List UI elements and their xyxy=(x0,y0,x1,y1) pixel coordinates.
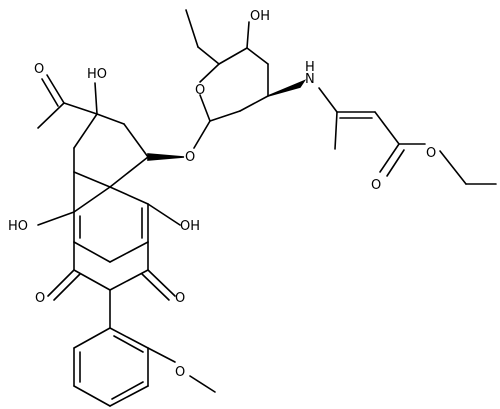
bond xyxy=(73,241,111,263)
bond xyxy=(41,78,59,107)
bond xyxy=(73,186,111,213)
bond xyxy=(47,269,75,297)
bond xyxy=(94,82,98,115)
label-oh-c6: HO xyxy=(8,219,28,234)
bond xyxy=(218,47,248,65)
label-ring-oxygen: O xyxy=(195,83,205,98)
bond xyxy=(439,150,467,185)
label-nh-h: H xyxy=(305,60,315,75)
bond xyxy=(246,21,250,49)
bond xyxy=(73,171,111,188)
atom-labels: OH O N H O HO O HO OH O O O O O xyxy=(8,9,436,380)
bond xyxy=(374,111,400,145)
label-methoxy-oxygen: O xyxy=(175,365,185,380)
label-glycosidic-oxygen: O xyxy=(185,150,195,165)
bond xyxy=(123,123,149,158)
bond xyxy=(37,102,65,129)
bond xyxy=(73,385,111,407)
bond xyxy=(147,203,181,226)
label-carbonyl-oxygen-ester: O xyxy=(371,178,381,193)
bond xyxy=(379,143,400,173)
bond xyxy=(239,95,269,112)
bonds xyxy=(37,9,497,407)
bond xyxy=(199,94,211,122)
bond xyxy=(334,111,338,150)
bond xyxy=(109,269,149,291)
label-oh-c11: OH xyxy=(180,219,200,234)
bond xyxy=(147,347,176,363)
hash-bond xyxy=(147,153,185,161)
bond xyxy=(246,47,269,65)
bond xyxy=(318,87,338,113)
bond xyxy=(109,327,149,349)
label-nh: N xyxy=(305,72,315,87)
bond xyxy=(386,149,405,177)
bond xyxy=(37,211,75,226)
bond xyxy=(193,120,211,149)
bond xyxy=(109,241,149,263)
label-acetyl-oxygen: O xyxy=(34,62,44,77)
bond xyxy=(109,186,149,205)
bond xyxy=(53,273,81,301)
bond xyxy=(209,110,241,122)
bond xyxy=(185,9,199,48)
bond xyxy=(111,381,144,400)
bond xyxy=(199,63,220,83)
label-ester-oxygen: O xyxy=(426,146,436,161)
bond xyxy=(73,327,111,349)
bond xyxy=(197,46,220,65)
bond xyxy=(46,74,65,104)
bond xyxy=(63,102,98,115)
bond xyxy=(96,113,125,125)
label-oh-c9: HO xyxy=(87,67,107,82)
label-oh-top: OH xyxy=(250,9,270,24)
bond xyxy=(109,385,149,407)
bond xyxy=(147,269,176,297)
label-quinone-oxygen-left: O xyxy=(35,291,45,306)
bond xyxy=(141,273,170,301)
bond xyxy=(73,113,98,149)
bond xyxy=(109,156,149,188)
bond xyxy=(73,269,111,291)
bond xyxy=(189,375,216,393)
label-quinone-oxygen-right: O xyxy=(175,291,185,306)
bond xyxy=(113,335,144,353)
wedge-bond xyxy=(267,79,307,97)
